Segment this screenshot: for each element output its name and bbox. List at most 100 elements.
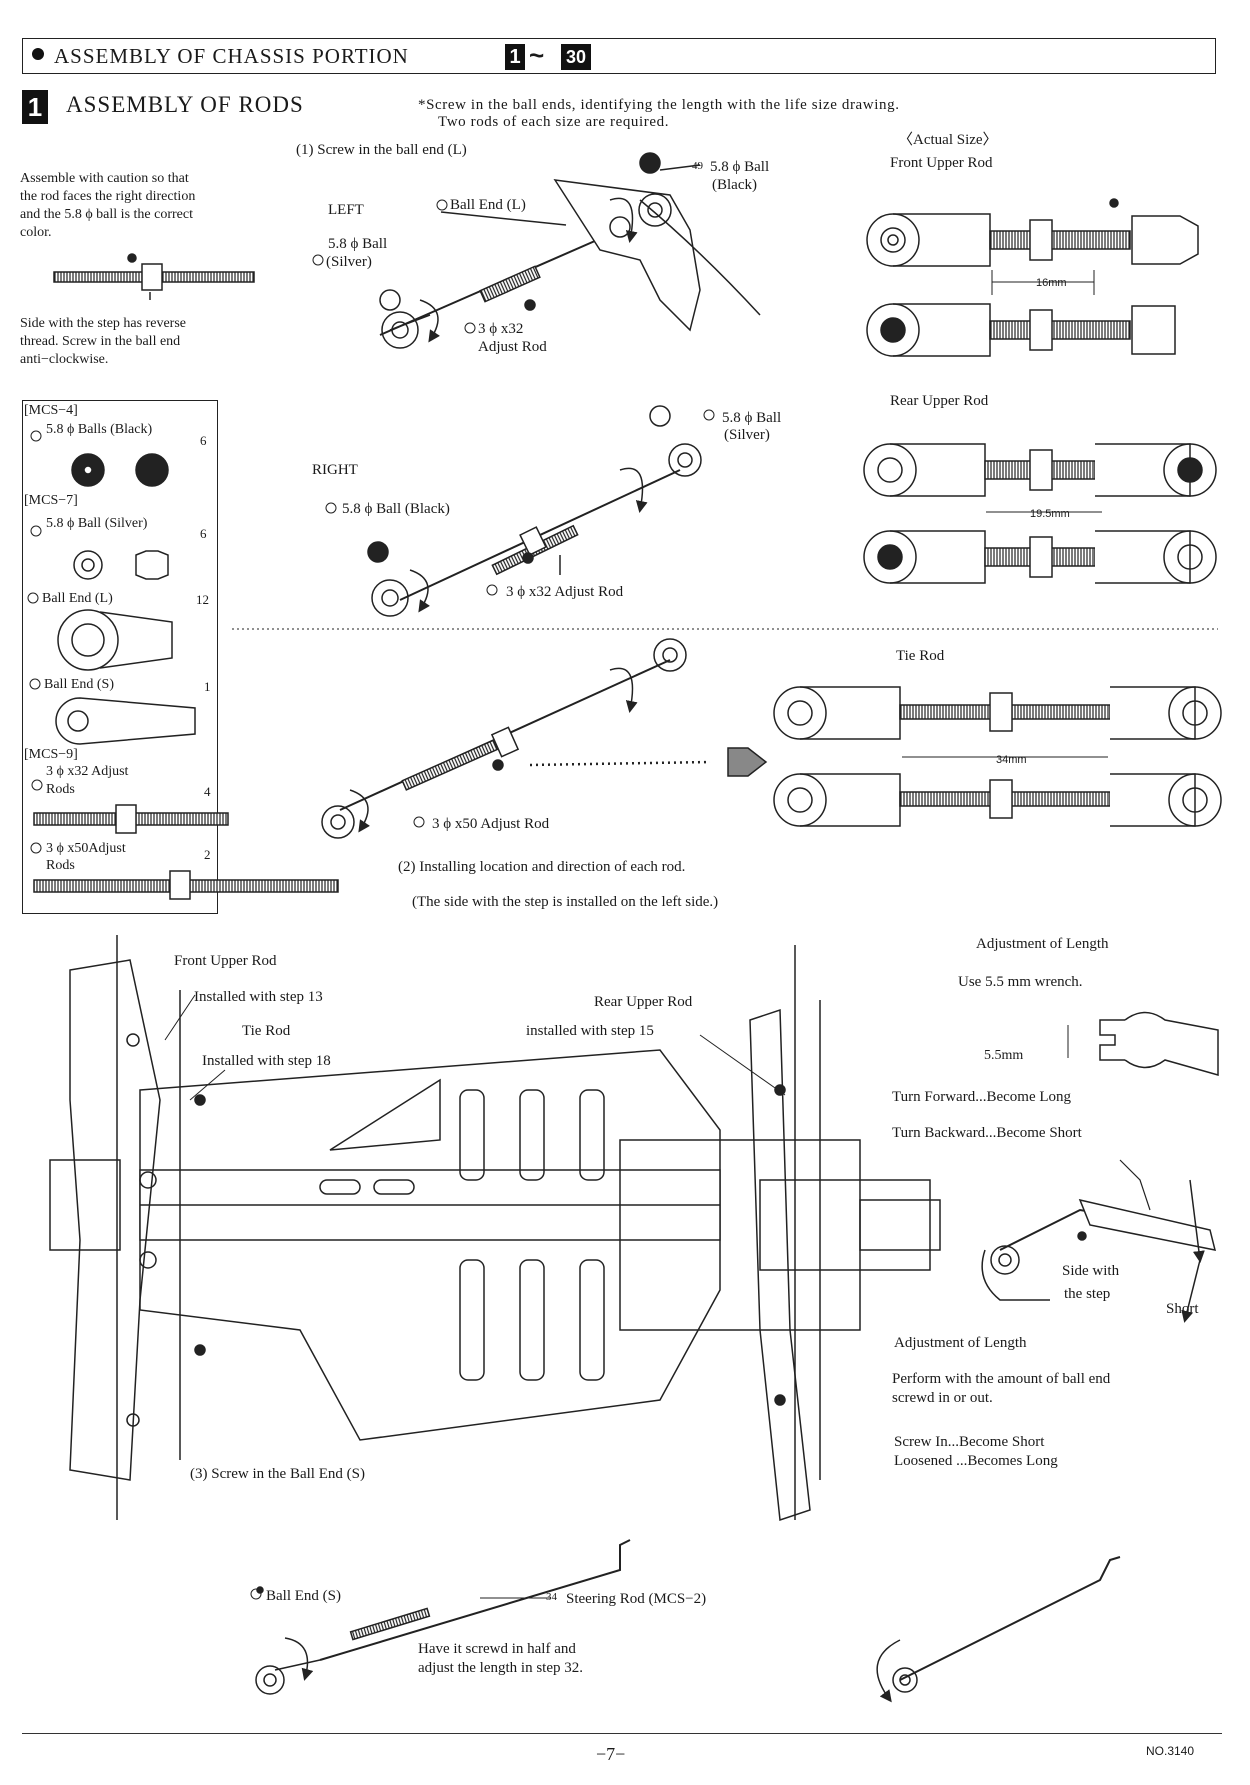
section-number: 1 (22, 90, 48, 124)
step-from: 1 (505, 44, 525, 70)
adjust-screw-in: Screw In...Become Short (894, 1434, 1045, 1450)
part-qty-2: 6 (200, 526, 207, 541)
page-title: ASSEMBLY OF CHASSIS PORTION (54, 44, 409, 68)
chassis-tie: Tie Rod (242, 1023, 291, 1039)
actual-size-title: 〈Actual Size〉 (898, 132, 998, 148)
step-sep: ~ (529, 40, 545, 70)
label-left: LEFT (328, 202, 364, 218)
part-pack-1: [MCS−4] (24, 403, 78, 418)
r-ball-silver-b: (Silver) (724, 427, 770, 443)
steer-note-a: Have it screwd in half and (418, 1641, 576, 1657)
caution-line-4: color. (20, 225, 52, 240)
section-title: ASSEMBLY OF RODS (66, 92, 304, 117)
step-note-1: Side with the step has reverse (20, 316, 187, 331)
right-rod-assembly (367, 405, 702, 617)
steer-note-b: adjust the length in step 32. (418, 1660, 583, 1676)
ball-black-a: 5.8 ϕ Ball (710, 159, 770, 175)
adjust-side-a: Side with (1062, 1263, 1120, 1279)
rod-32-b: Adjust Rod (478, 339, 547, 355)
r-rod-32: 3 ϕ x32 Adjust Rod (506, 584, 624, 600)
part-name-6: 3 ϕ x50Adjust (46, 841, 126, 856)
parts-box-drawings (33, 453, 339, 900)
steer-rod-num: 34 (546, 1591, 557, 1603)
steer-rod: Steering Rod (MCS−2) (566, 1591, 707, 1607)
part-name-5: 3 ϕ x32 Adjust (46, 764, 129, 779)
part-name-4: Ball End (S) (44, 677, 114, 692)
part-name-1: 5.8 ϕ Balls (Black) (46, 422, 153, 437)
actual-front-upper (866, 198, 1199, 357)
wrench-icon (1067, 1011, 1219, 1076)
step2-line1: (2) Installing location and direction of… (398, 859, 686, 875)
actual-rear-upper (863, 443, 1217, 584)
chassis-rear-upper-step: installed with step 15 (526, 1023, 654, 1039)
ball-silver-a: 5.8 ϕ Ball (328, 236, 388, 252)
steering-rod-drawing (255, 1539, 1121, 1703)
chassis-tie-step: Installed with step 18 (202, 1053, 331, 1069)
ball-black-b: (Black) (712, 177, 757, 193)
part-pack-2: [MCS−7] (24, 493, 78, 508)
rod-50: 3 ϕ x50 Adjust Rod (432, 816, 550, 832)
caution-line-1: Assemble with caution so that (20, 171, 189, 186)
step-note-2: thread. Screw in the ball end (20, 334, 181, 349)
adjust-forward: Turn Forward...Become Long (892, 1089, 1072, 1105)
label-ball-end-l: Ball End (L) (450, 197, 526, 213)
small-rod-drawing (53, 253, 255, 300)
ref-number-icons (27, 199, 715, 1600)
step-note-3: anti−clockwise. (20, 352, 109, 367)
part-name2-5: Rods (46, 782, 75, 797)
chassis-front-upper: Front Upper Rod (174, 953, 277, 969)
parts-box (22, 400, 218, 914)
caution-line-2: the rod faces the right direction (20, 189, 196, 204)
footer-rule (22, 1733, 1222, 1734)
front-dim: 16mm (1036, 277, 1067, 289)
doc-code: NO.3140 (1146, 1744, 1195, 1758)
rod-50-assembly (321, 638, 768, 839)
chassis-front-upper-step: Installed with step 13 (194, 989, 323, 1005)
part-qty-4: 1 (204, 679, 211, 694)
adjust-title2: Adjustment of Length (894, 1335, 1027, 1351)
section-note-1: *Screw in the ball ends, identifying the… (418, 97, 900, 113)
adjust-backward: Turn Backward...Become Short (892, 1125, 1082, 1141)
caution-line-3: and the 5.8 ϕ ball is the correct (20, 207, 193, 222)
adjust-wrench: Use 5.5 mm wrench. (958, 974, 1083, 990)
step3-label: (3) Screw in the Ball End (S) (190, 1466, 365, 1482)
chassis-drawing (49, 935, 941, 1522)
part-name-3: Ball End (L) (42, 591, 113, 606)
header-bar (22, 38, 1216, 74)
adjust-perform-b: screwd in or out. (892, 1390, 993, 1406)
left-rod-assembly (379, 152, 761, 349)
part-qty-1: 6 (200, 433, 207, 448)
steer-ball-end-s: Ball End (S) (266, 1588, 341, 1604)
r-ball-black: 5.8 ϕ Ball (Black) (342, 501, 450, 517)
rear-dim: 19.5mm (1030, 508, 1070, 520)
r-ball-silver-a: 5.8 ϕ Ball (722, 410, 782, 426)
adjust-title: Adjustment of Length (976, 936, 1109, 952)
adjust-loosened: Loosened ...Becomes Long (894, 1453, 1058, 1469)
front-upper-title: Front Upper Rod (890, 155, 993, 171)
adjust-perform-a: Perform with the amount of ball end (892, 1371, 1111, 1387)
label-right: RIGHT (312, 462, 358, 478)
step1-label: (1) Screw in the ball end (L) (296, 142, 467, 158)
tie-rod-title: Tie Rod (896, 648, 945, 664)
actual-tie-rod (773, 686, 1222, 827)
part-pack-5: [MCS−9] (24, 747, 78, 762)
adjust-side-b: the step (1064, 1286, 1111, 1302)
ball-silver-b: (Silver) (326, 254, 372, 270)
adjust-illustration (981, 1159, 1217, 1323)
section-note-2: Two rods of each size are required. (438, 114, 670, 130)
step2-line2: (The side with the step is installed on … (412, 894, 719, 910)
part-qty-6: 2 (204, 847, 211, 862)
adjust-size: 5.5mm (984, 1048, 1024, 1063)
part-qty-3: 12 (196, 592, 209, 607)
part-name-2: 5.8 ϕ Ball (Silver) (46, 516, 148, 531)
step-to: 30 (561, 44, 591, 70)
rear-upper-title: Rear Upper Rod (890, 393, 989, 409)
bullet-icon (32, 48, 44, 60)
part-qty-5: 4 (204, 784, 211, 799)
page-number: −7− (596, 1744, 626, 1764)
part-name2-6: Rods (46, 858, 75, 873)
chassis-rear-upper: Rear Upper Rod (594, 994, 693, 1010)
rod-32-a: 3 ϕ x32 (478, 321, 524, 337)
step-range-badge: 1 ~ 30 (505, 40, 595, 70)
